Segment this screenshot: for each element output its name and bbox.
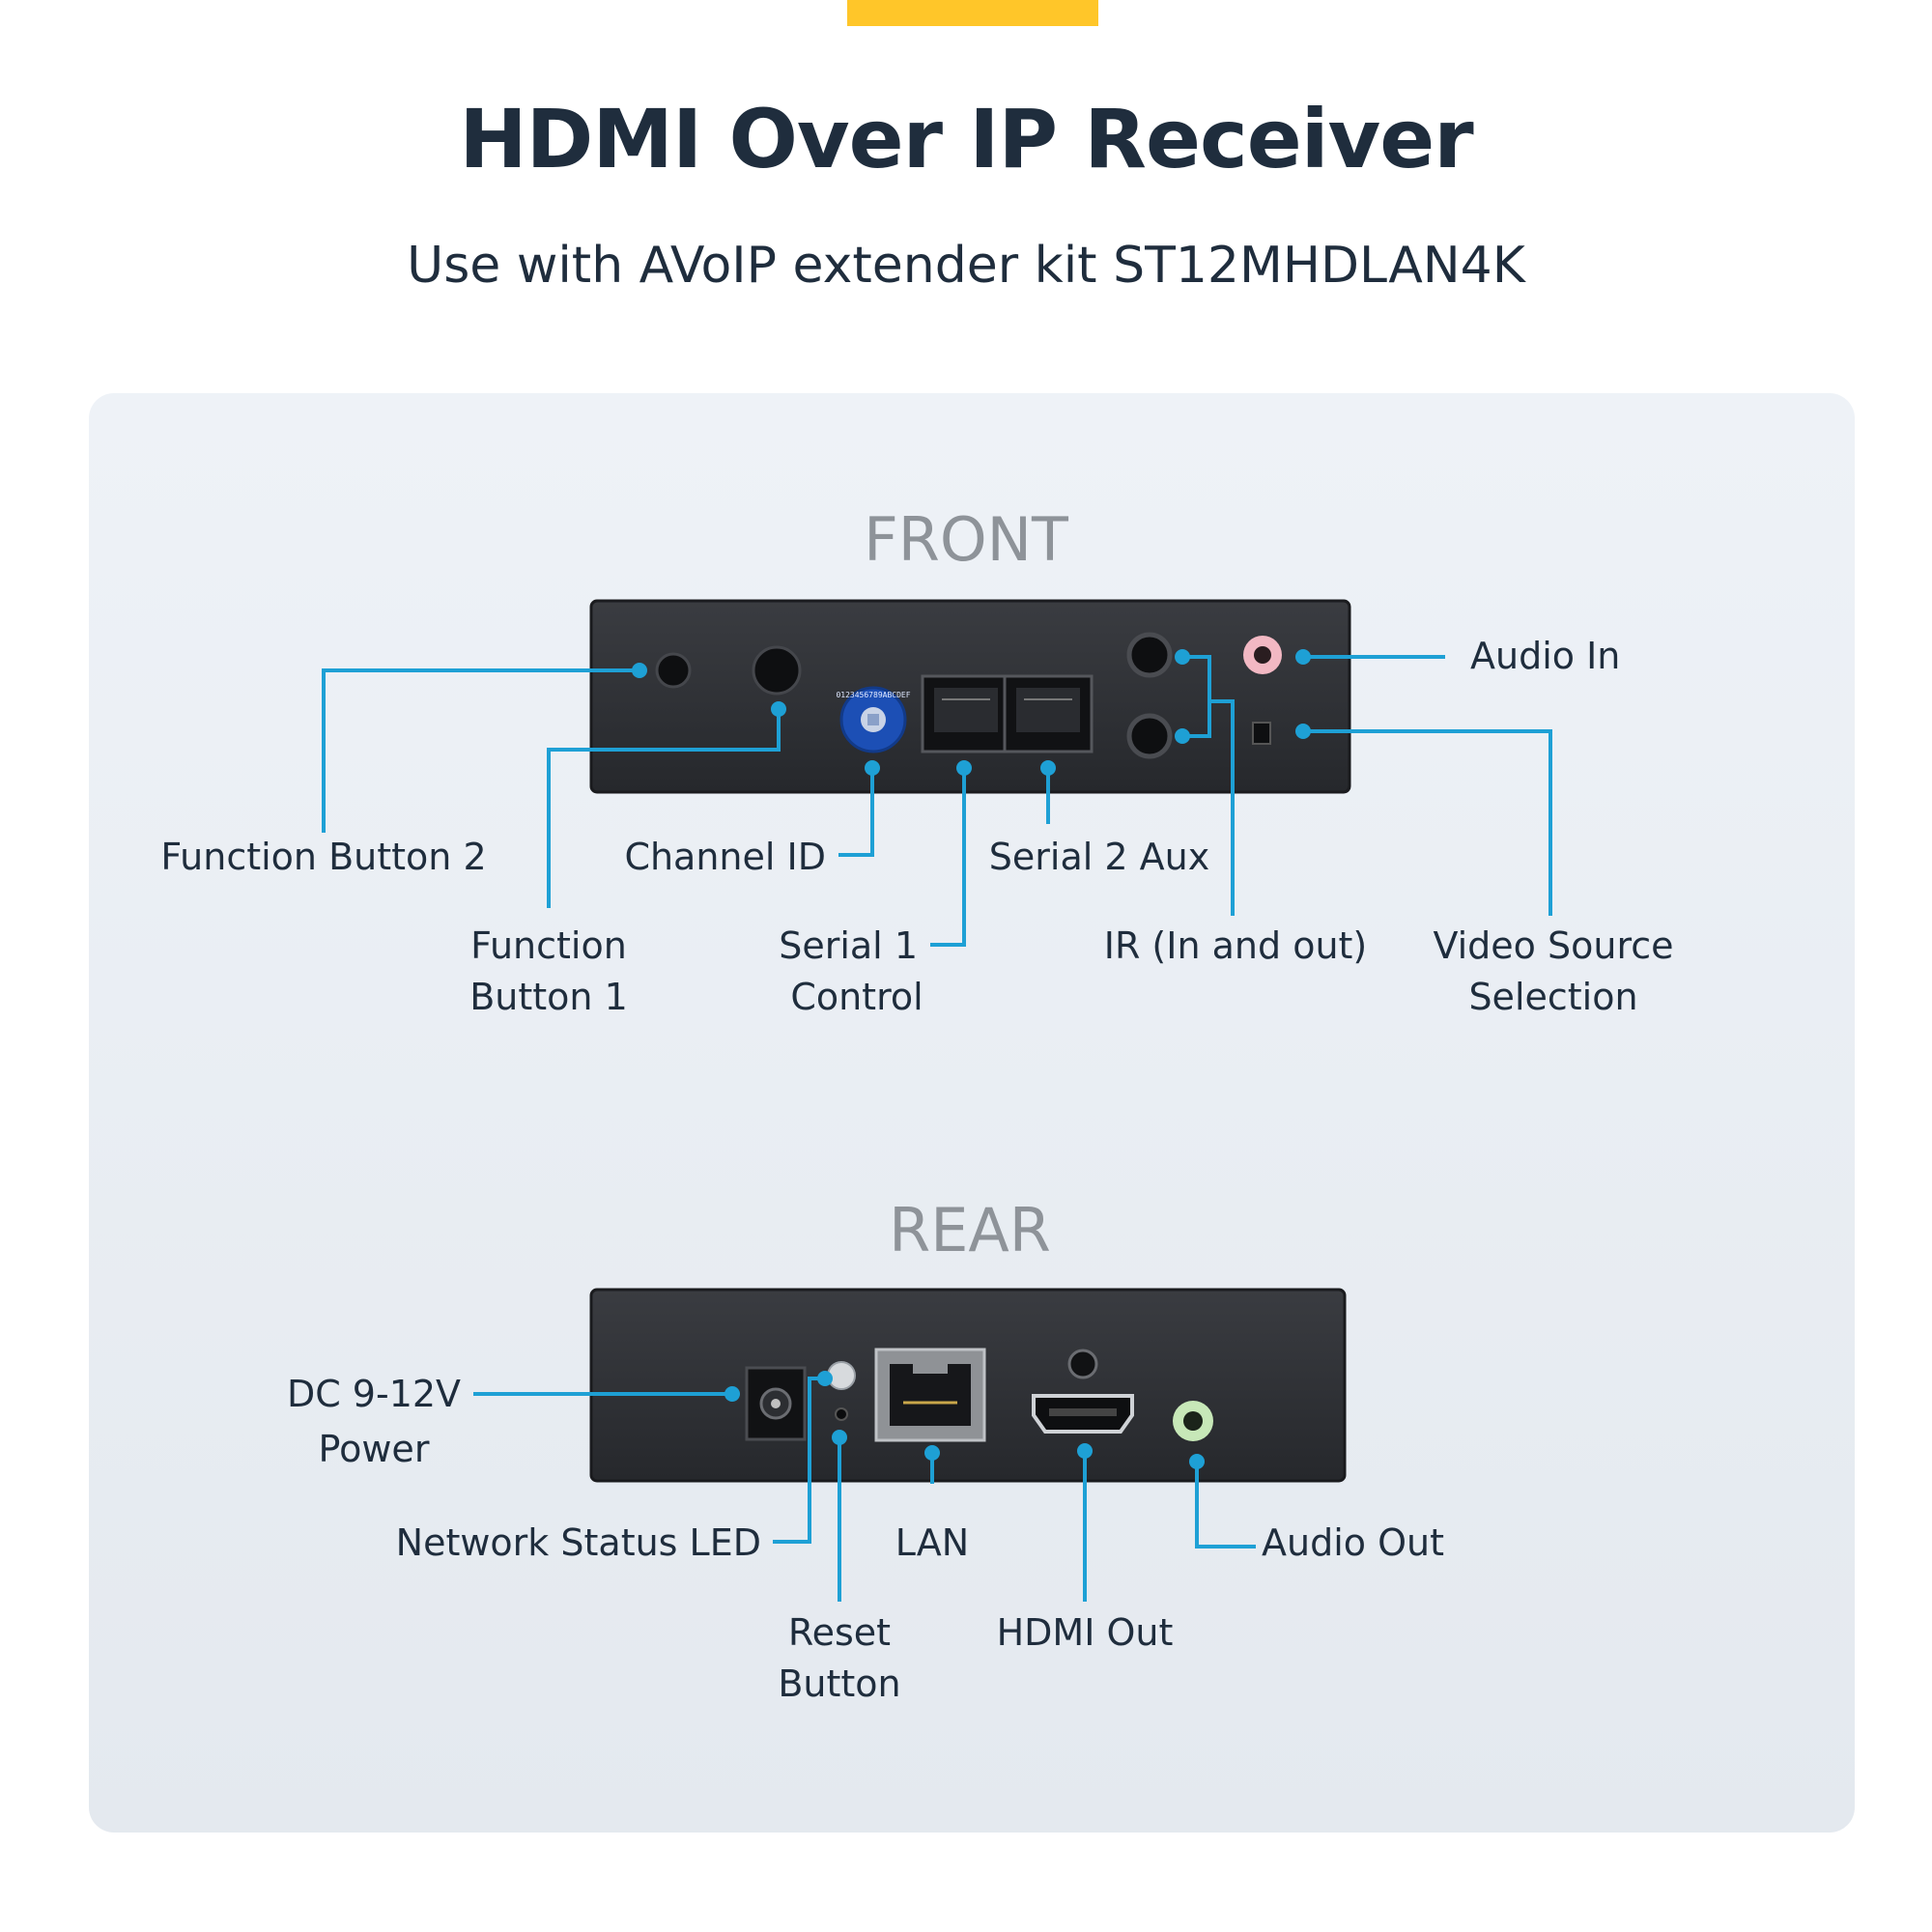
rear-panel-device <box>589 1288 1347 1483</box>
dc-power-jack <box>745 1366 807 1441</box>
lan-jack <box>874 1348 986 1442</box>
label-function-button-1-line1: Function <box>470 924 627 967</box>
reset-hole <box>835 1407 848 1421</box>
label-audio-in: Audio In <box>1470 635 1620 677</box>
channel-id-dial: 0123456789ABCDEF <box>836 686 911 753</box>
page-title: HDMI Over IP Receiver <box>459 92 1473 186</box>
label-lan: LAN <box>895 1521 969 1564</box>
accent-bar <box>847 0 1098 26</box>
function-button-1-hardware <box>752 645 802 696</box>
serial-1-jack <box>921 674 1011 753</box>
serial-2-jack <box>1003 674 1094 753</box>
label-serial-1-line2: Control <box>790 976 923 1018</box>
label-function-button-1-line2: Button 1 <box>469 976 628 1018</box>
label-dc-power-line2: Power <box>319 1428 430 1470</box>
label-serial-2: Serial 2 Aux <box>989 836 1209 878</box>
function-button-2-hardware <box>655 652 692 689</box>
hdmi-screw <box>1067 1349 1098 1379</box>
label-video-source-line1: Video Source <box>1433 924 1673 967</box>
ir-jack-2 <box>1126 713 1173 759</box>
label-audio-out: Audio Out <box>1262 1521 1444 1564</box>
video-source-switch <box>1252 722 1271 745</box>
front-heading: FRONT <box>864 504 1069 575</box>
label-video-source-line2: Selection <box>1468 976 1637 1018</box>
dial-digits: 0123456789ABCDEF <box>836 691 910 699</box>
label-ir: IR (In and out) <box>1104 924 1368 967</box>
label-function-button-2: Function Button 2 <box>160 836 486 878</box>
page-subtitle: Use with AVoIP extender kit ST12MHDLAN4K <box>407 237 1525 295</box>
label-network-status-led: Network Status LED <box>396 1521 761 1564</box>
label-dc-power-line1: DC 9-12V <box>287 1373 461 1415</box>
label-reset-line2: Button <box>778 1662 900 1705</box>
rear-heading: REAR <box>889 1195 1051 1265</box>
label-hdmi-out: HDMI Out <box>997 1611 1174 1654</box>
label-reset-line1: Reset <box>788 1611 891 1654</box>
front-leaders <box>322 649 1552 947</box>
rear-leaders <box>473 1371 1256 1602</box>
label-serial-1-line1: Serial 1 <box>779 924 918 967</box>
hdmi-out-port <box>1032 1394 1134 1434</box>
ir-jack-1 <box>1126 632 1173 678</box>
front-panel-device: 0123456789ABCDEF <box>589 599 1351 794</box>
label-channel-id: Channel ID <box>624 836 826 878</box>
